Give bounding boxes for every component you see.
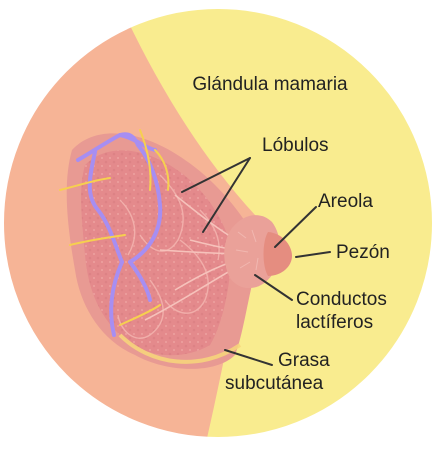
lobules-texture (81, 150, 232, 356)
label-ducts-line2: lactíferos (296, 312, 373, 333)
nipple (263, 232, 292, 276)
label-nipple: Pezón (336, 242, 390, 263)
leader-lines (181, 157, 331, 366)
leader-lobules-a (181, 157, 251, 193)
label-fat-line1: Grasa (278, 350, 330, 371)
blood-vessels (76, 132, 163, 337)
label-areola: Areola (318, 191, 373, 212)
areola-texture (235, 229, 259, 271)
subcutaneous-fat (118, 333, 242, 364)
label-fat-line2: subcutánea (225, 373, 324, 394)
label-ducts-line1: Conductos (296, 289, 387, 310)
leader-lobules-b (202, 157, 251, 233)
leader-areola (274, 206, 317, 248)
leader-fat (224, 349, 273, 366)
diagram-border (2, 7, 434, 439)
nerves (59, 129, 170, 326)
leader-ducts (254, 274, 293, 301)
label-lobules: Lóbulos (262, 135, 329, 156)
label-mammary-gland: Glándula mamaria (192, 74, 348, 95)
leader-nipple (295, 251, 331, 258)
lobule-outlines (117, 174, 220, 339)
